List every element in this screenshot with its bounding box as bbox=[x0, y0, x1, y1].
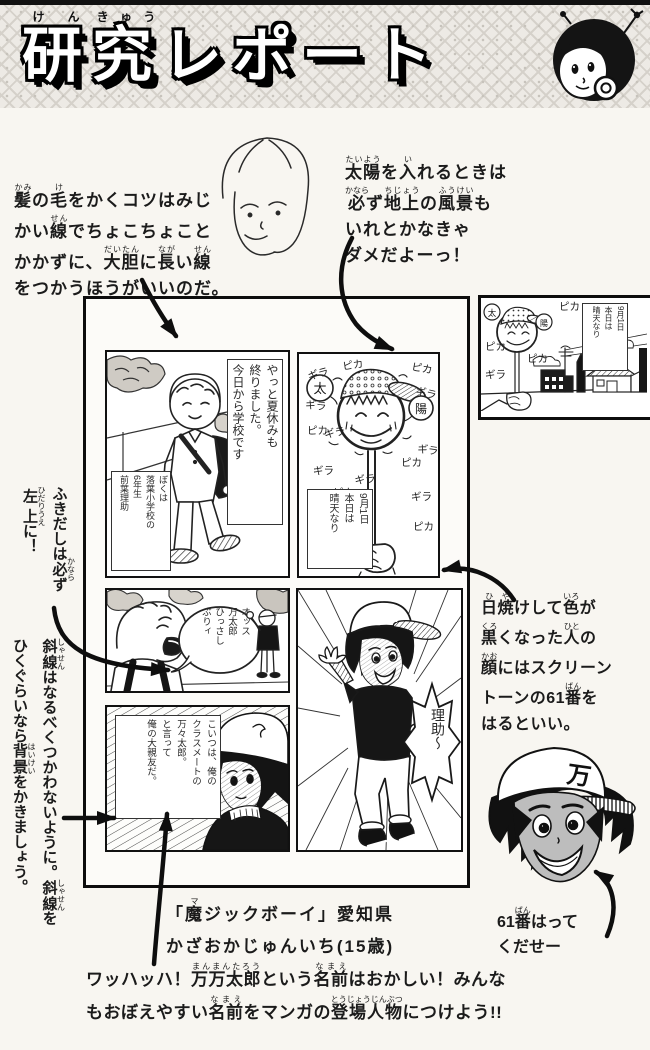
sfx-text: ギラ bbox=[323, 425, 346, 440]
note-diagonal-lines: 斜線しゃせんはなるべくつかわないように。斜線しゃせんを ひくぐらいなら背景はいけ… bbox=[6, 638, 66, 968]
panel-walking-boy: やっと夏休みも 終りました。 今日から学校です ぼくは 落葉小学校の 6年生 前… bbox=[105, 350, 290, 578]
manga-frame: やっと夏休みも 終りました。 今日から学校です ぼくは 落葉小学校の 6年生 前… bbox=[83, 296, 470, 888]
sfx-text: ピカ bbox=[527, 353, 548, 365]
panel2-sign-box: 9月1日 本日は 晴天なり bbox=[307, 489, 373, 569]
note-line: ふきだしは必かならず bbox=[50, 486, 76, 592]
note-line: くだせー bbox=[497, 939, 562, 956]
panel-sun-example: 太 陽 ピカ ピカ ギラ ピカ 9月1日 本日は 晴天なり bbox=[478, 295, 650, 420]
sun-kanji-left: 太 bbox=[313, 381, 326, 396]
note-line: いれとかなきゃ bbox=[345, 220, 471, 239]
panel1-caption-box: やっと夏休みも 終りました。 今日から学校です bbox=[227, 359, 283, 525]
page-title: 研けん究きゅうレポート bbox=[22, 10, 442, 89]
spiky-speech-bubble bbox=[402, 680, 461, 804]
panel5-art: 万 bbox=[298, 590, 461, 850]
sun-kanji-left: 太 bbox=[488, 308, 497, 318]
mantaro-head-drawing: 万 bbox=[488, 746, 636, 883]
panel-greeting: オッス 万太郎 ひっさし ぶりィ bbox=[105, 588, 290, 693]
credit-title-line: 「魔マジックボーイ」愛知県 bbox=[166, 897, 394, 924]
note-bubble-position: ふきだしは必かならず 左上ひだりうえに！ bbox=[16, 486, 76, 616]
note-line: 斜線しゃせんはなるべくつかわないように。斜線しゃせんを bbox=[40, 638, 66, 926]
note-line: トーンの61番ばんを bbox=[481, 682, 599, 707]
note-line: 必かならず地上ちじょうの風景ふうけいも bbox=[345, 186, 492, 213]
sfx-text: ギラ bbox=[305, 399, 327, 413]
panel-sun-sign: ギラ ピカ ピカ ギラ ギラ ピカ ギラ ギラ ピカ ギラ ギラ ピカ ギラ ピ… bbox=[297, 352, 440, 578]
note-hair-tip: 髪かみの毛けをかくコツはみじ かい線せんでちょこちょこと かかずに、大胆だいたん… bbox=[14, 183, 254, 302]
sfx-text: ギラ bbox=[414, 385, 437, 402]
footer-line: ワッハッハ！万万太郎まんまんたろうという名前なまえはおかしい！みんな bbox=[86, 962, 506, 989]
side-panel-sign-box: 9月1日 本日は 晴天なり bbox=[582, 303, 628, 371]
note-line: 日焼ひやけして色いろが bbox=[481, 592, 597, 617]
sfx-text: ギラ bbox=[307, 366, 330, 383]
panel2-art: ギラ ピカ ピカ ギラ ギラ ピカ ギラ ギラ ピカ ギラ ギラ ピカ ギラ ピ… bbox=[305, 358, 438, 576]
sfx-text: ギラ bbox=[417, 443, 438, 458]
credit-text: 「魔マジックボーイ」愛知県 かざおかじゅんいち(15歳) bbox=[110, 897, 450, 963]
note-line: 顔かおにはスクリーン bbox=[481, 652, 613, 677]
note-line: かい線せんでちょこちょこと bbox=[14, 214, 212, 241]
note-line: はるといい。 bbox=[481, 716, 581, 733]
panel-narration: こいつは、俺の クラスメートの 万々太郎。 と言って 俺の大親友だ。 bbox=[105, 705, 290, 852]
footer-comment: ワッハッハ！万万太郎まんまんたろうという名前なまえはおかしい！みんな もおぼえや… bbox=[86, 962, 596, 1028]
note-line: 太陽たいようを入いれるときは bbox=[345, 155, 507, 182]
sfx-text: ピカ bbox=[401, 457, 422, 469]
sfx-text: ギラ bbox=[354, 473, 376, 487]
note-line: 髪かみの毛けをかくコツはみじ bbox=[14, 183, 212, 210]
sfx-text: ピカ bbox=[342, 358, 364, 373]
sun-kanji-right: 陽 bbox=[415, 402, 427, 416]
sfx-text: ギラ bbox=[485, 369, 506, 381]
note-line: 61番ばんはって bbox=[497, 906, 579, 931]
helmet-boy-icon bbox=[553, 8, 644, 101]
note-line: 黒くろくなった人ひとの bbox=[481, 622, 597, 647]
panel3-speech-bubble: オッス 万太郎 ひっさし ぶりィ bbox=[200, 607, 250, 645]
note-line: ひくぐらいなら背景はいけいをかきましょう。 bbox=[11, 638, 36, 894]
note-line: ダメだよーっ！ bbox=[345, 246, 471, 265]
sfx-text: ギラ bbox=[313, 465, 334, 477]
sfx-text: ピカ bbox=[413, 521, 434, 533]
note-line: 左上ひだりうえに！ bbox=[21, 486, 46, 554]
panel1-name-box: ぼくは 落葉小学校の 6年生 前葉理助 bbox=[111, 471, 171, 571]
sun-kanji-right: 陽 bbox=[540, 319, 548, 328]
credit-author-line: かざおかじゅんいち(15歳) bbox=[165, 937, 395, 956]
cap-kanji: 万 bbox=[388, 609, 402, 625]
sketch-face-drawing bbox=[221, 137, 310, 256]
sfx-text: ピカ bbox=[485, 341, 506, 353]
panel-mantaro: 万 理助〜 bbox=[296, 588, 463, 852]
footer-line: もおぼえやすい名前なまえをマンガの登場人物とうじょうじんぶつにつけよう!! bbox=[86, 995, 503, 1022]
sfx-text: ピカ bbox=[559, 301, 580, 313]
panel5-speech-bubble: 理助〜 bbox=[430, 708, 446, 750]
note-tone-label: 61番ばんはって くだせー bbox=[497, 906, 637, 960]
sfx-text: ピカ bbox=[307, 425, 328, 437]
sfx-text: ギラ bbox=[411, 491, 432, 503]
note-line: かかずに、大胆だいたんに長ながい線せん bbox=[14, 245, 212, 272]
sfx-text: ピカ bbox=[410, 361, 433, 376]
panel4-caption-box: こいつは、俺の クラスメートの 万々太郎。 と言って 俺の大親友だ。 bbox=[115, 715, 221, 819]
note-screentone: 日焼ひやけして色いろが 黒くろくなった人ひとの 顔かおにはスクリーン トーンの6… bbox=[481, 592, 647, 738]
note-sun-tip: 太陽たいようを入いれるときは 必かならず地上ちじょうの風景ふうけいも いれとかな… bbox=[345, 155, 575, 269]
header-banner: 研けん究きゅうレポート bbox=[0, 0, 650, 108]
cap-kanji: 万 bbox=[565, 761, 593, 791]
